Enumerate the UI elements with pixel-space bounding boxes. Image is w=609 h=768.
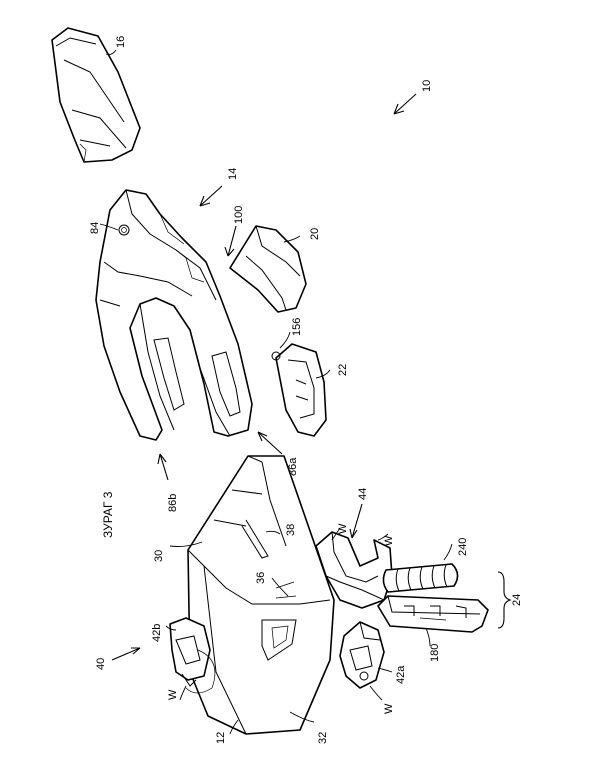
label-W3: W [167, 689, 179, 700]
label-100: 100 [233, 206, 245, 224]
label-20: 20 [309, 228, 321, 240]
label-42a: 42a [395, 665, 407, 684]
part-22-plate [272, 344, 326, 436]
arrow-10 [394, 94, 416, 114]
arrow-86a [258, 432, 282, 454]
part-180-pin [378, 596, 488, 632]
part-42a-clip [340, 622, 384, 688]
arrow-100 [225, 226, 236, 256]
label-44: 44 [357, 488, 369, 500]
label-12: 12 [215, 732, 227, 744]
label-156: 156 [291, 318, 303, 336]
label-W2: W [383, 535, 395, 546]
label-40: 40 [95, 658, 107, 670]
label-84: 84 [89, 222, 101, 234]
label-22: 22 [337, 364, 349, 376]
figure-caption: ЗУРАГ 3 [101, 491, 115, 538]
label-10: 10 [421, 80, 433, 92]
part-12-lip [188, 456, 334, 734]
arrow-86b [158, 454, 168, 480]
label-180: 180 [429, 644, 441, 662]
arrow-44 [350, 504, 362, 538]
label-240: 240 [457, 538, 469, 556]
label-14: 14 [227, 168, 239, 180]
arrow-40 [112, 648, 140, 660]
label-36: 36 [255, 572, 267, 584]
label-24: 24 [511, 594, 523, 606]
label-30: 30 [153, 550, 165, 562]
label-16: 16 [115, 36, 127, 48]
part-14-adapter [96, 190, 252, 440]
label-W1: W [337, 523, 349, 534]
part-240-spring [383, 564, 457, 592]
bracket-24 [498, 572, 510, 628]
label-86b: 86b [167, 494, 179, 512]
label-38: 38 [285, 524, 297, 536]
label-42b: 42b [151, 624, 163, 642]
arrow-14 [200, 186, 222, 206]
label-32: 32 [317, 732, 329, 744]
label-W4: W [383, 703, 395, 714]
